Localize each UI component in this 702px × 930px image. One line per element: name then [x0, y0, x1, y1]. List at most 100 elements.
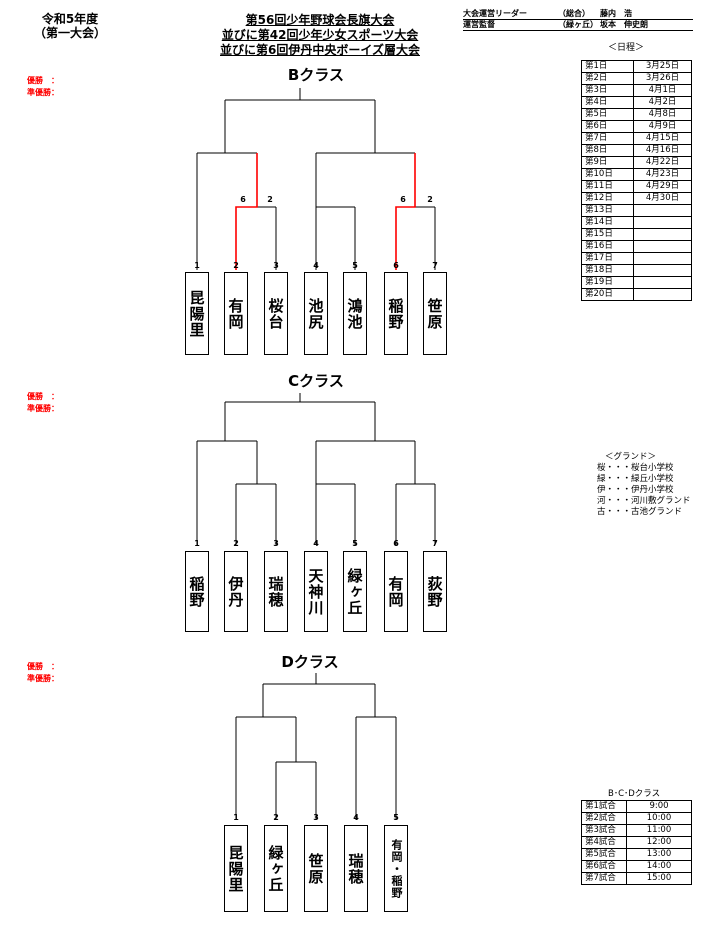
- seed-number: 7: [432, 261, 438, 270]
- seed-number: 5: [352, 539, 358, 548]
- era: 令和5年度: [41, 12, 99, 26]
- schedule-title: ＜日程＞: [608, 43, 645, 53]
- team-box: 天神川: [304, 551, 328, 632]
- team-name: 緑ヶ丘: [345, 567, 364, 616]
- seed-number: 2: [273, 813, 279, 822]
- team-name: 昆陽里: [226, 844, 245, 893]
- team-box: 荻野: [423, 551, 447, 632]
- class-title-b: Bクラス: [287, 66, 345, 84]
- table-row: 第16日: [581, 240, 692, 253]
- team-name: 有岡: [386, 575, 405, 608]
- team-box: 笹原: [304, 825, 328, 912]
- seed-number: 7: [432, 539, 438, 548]
- team-name: 稲野: [386, 297, 405, 330]
- ground-item: 伊・・・伊丹小学校: [597, 485, 674, 495]
- table-row: 第18日: [581, 264, 692, 277]
- class-title-c: Cクラス: [288, 372, 344, 390]
- team-name: 稲野: [187, 575, 206, 608]
- title-line: 第56回少年野球会長旗大会: [245, 13, 395, 27]
- staff-role: 運営監督: [463, 20, 495, 29]
- seed-number: 6: [393, 539, 399, 548]
- team-name: 笹原: [306, 852, 325, 885]
- year-label: 令和5年度（第一大会）: [34, 12, 106, 40]
- seed-number: 6: [393, 261, 399, 270]
- team-box: 有岡: [384, 551, 408, 632]
- value-cell: [633, 288, 692, 301]
- team-name: 瑞穂: [346, 852, 365, 885]
- label-cell: 第7試合: [581, 872, 627, 885]
- table-row: 第19日: [581, 276, 692, 289]
- table-row: 第14日: [581, 216, 692, 229]
- team-name: 池尻: [306, 297, 325, 330]
- result-labels-c: 優勝 ：準優勝：: [27, 391, 59, 415]
- staff-team: （緑ヶ丘）: [558, 20, 598, 29]
- table-row: 第20日: [581, 288, 692, 301]
- team-box: 瑞穂: [344, 825, 368, 912]
- score: 2: [427, 195, 433, 204]
- seed-number: 1: [194, 539, 200, 548]
- runner-up-label: 準優勝：: [27, 674, 59, 683]
- ground-item: 桜・・・桜台小学校: [597, 463, 674, 473]
- team-name: 有岡・稲野: [390, 838, 403, 899]
- staff-name: 藤内 浩: [600, 9, 632, 18]
- score: 2: [267, 195, 273, 204]
- team-name: 有岡: [226, 297, 245, 330]
- staff-role: 大会運営リーダー: [463, 9, 527, 18]
- team-box: 鴻池: [343, 272, 367, 355]
- seed-number: 3: [273, 261, 279, 270]
- staff-list: 大会運営リーダー（総合）藤内 浩 運営監督（緑ヶ丘）坂本 伸史朗: [463, 9, 693, 31]
- seed-number: 2: [233, 261, 239, 270]
- seed-number: 4: [313, 539, 319, 548]
- team-name: 瑞穂: [266, 575, 285, 608]
- team-box: 緑ヶ丘: [264, 825, 288, 912]
- seed-number: 5: [352, 261, 358, 270]
- title-line: 並びに第42回少年少女スポーツ大会: [221, 28, 419, 42]
- winner-path: [235, 153, 416, 270]
- seed-number: 4: [353, 813, 359, 822]
- grounds-title: ＜グランド＞: [605, 452, 657, 462]
- score: 6: [400, 195, 406, 204]
- winner-label: 優勝 ：: [27, 392, 59, 401]
- seed-number: 1: [233, 813, 239, 822]
- score: 6: [240, 195, 246, 204]
- team-box: 有岡: [224, 272, 248, 355]
- seed-number: 1: [194, 261, 200, 270]
- grounds-legend: ＜グランド＞桜・・・桜台小学校緑・・・緑丘小学校伊・・・伊丹小学校河・・・河川敷…: [597, 452, 691, 518]
- era-sub: （第一大会）: [34, 26, 107, 40]
- value-cell: 15:00: [626, 872, 692, 885]
- winner-label: 優勝 ：: [27, 662, 59, 671]
- title-line: 並びに第6回伊丹中央ボーイズ層大会: [220, 43, 420, 57]
- seed-number: 4: [313, 261, 319, 270]
- team-box: 昆陽里: [185, 272, 209, 355]
- class-title-d: Dクラス: [281, 653, 339, 671]
- seed-number: 5: [393, 813, 399, 822]
- seed-number: 3: [313, 813, 319, 822]
- label-cell: 第20日: [581, 288, 634, 301]
- staff-name: 坂本 伸史朗: [600, 20, 648, 29]
- team-box: 有岡・稲野: [384, 825, 408, 912]
- team-name: 伊丹: [226, 575, 245, 608]
- team-box: 昆陽里: [224, 825, 248, 912]
- ground-item: 緑・・・緑丘小学校: [597, 474, 674, 484]
- ground-item: 河・・・河川敷グランド: [597, 496, 691, 506]
- team-box: 笹原: [423, 272, 447, 355]
- times-title: B･C･Dクラス: [608, 789, 661, 799]
- team-name: 桜台: [266, 297, 285, 330]
- team-box: 池尻: [304, 272, 328, 355]
- team-box: 瑞穂: [264, 551, 288, 632]
- team-box: 稲野: [384, 272, 408, 355]
- result-labels-d: 優勝 ： 準優勝：: [27, 661, 59, 685]
- team-name: 荻野: [425, 575, 444, 608]
